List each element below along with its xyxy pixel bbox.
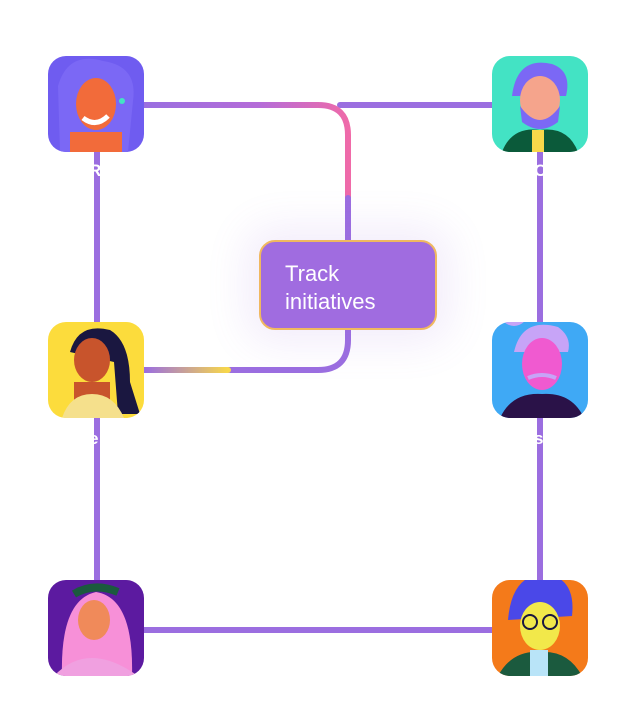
track-initiatives-node[interactable]: Track initiatives bbox=[259, 240, 437, 330]
avatar-top-left[interactable] bbox=[48, 56, 144, 152]
avatar-top-right[interactable] bbox=[492, 56, 588, 152]
track-initiatives-label: Track initiatives bbox=[285, 261, 376, 314]
line-top-left-curve bbox=[94, 102, 351, 203]
name-label-mid-right: s bbox=[534, 429, 544, 448]
name-label-top-left: R bbox=[89, 161, 102, 180]
avatar-bottom-right[interactable] bbox=[492, 580, 588, 676]
name-label-mid-left: e bbox=[89, 429, 99, 448]
avatar-mid-right[interactable] bbox=[492, 322, 588, 418]
line-node-bottom-curve bbox=[225, 325, 351, 373]
avatar-bottom-left[interactable] bbox=[48, 580, 144, 676]
avatar-mid-left[interactable] bbox=[48, 322, 144, 418]
name-label-top-right: C bbox=[534, 161, 547, 180]
